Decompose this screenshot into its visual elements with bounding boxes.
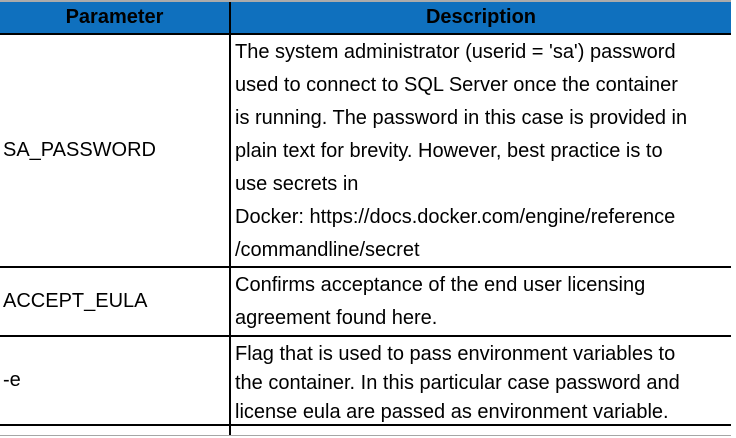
column-header-description: Description (229, 2, 731, 33)
description-cell: Flag that is used to pass environment va… (229, 337, 731, 424)
table-row-partial (0, 426, 731, 436)
column-header-parameter-label: Parameter (65, 6, 164, 28)
table-row-e-flag: -e Flag that is used to pass environment… (0, 337, 731, 426)
parameter-cell: SA_PASSWORD (3, 139, 156, 161)
table-header-row: Parameter Description (0, 2, 731, 35)
description-cell: Confirms acceptance of the end user lice… (229, 268, 731, 335)
column-header-parameter: Parameter (0, 2, 229, 33)
table-row-accept-eula: ACCEPT_EULA Confirms acceptance of the e… (0, 268, 731, 337)
parameter-cell: ACCEPT_EULA (3, 290, 148, 312)
column-header-description-label: Description (425, 6, 537, 28)
parameter-cell: -e (3, 369, 21, 391)
description-cell: The system administrator (userid = 'sa')… (229, 35, 731, 266)
description-cell-empty (229, 426, 731, 435)
parameter-cell-empty (0, 426, 229, 435)
table-row-sa-password: SA_PASSWORD The system administrator (us… (0, 35, 731, 268)
